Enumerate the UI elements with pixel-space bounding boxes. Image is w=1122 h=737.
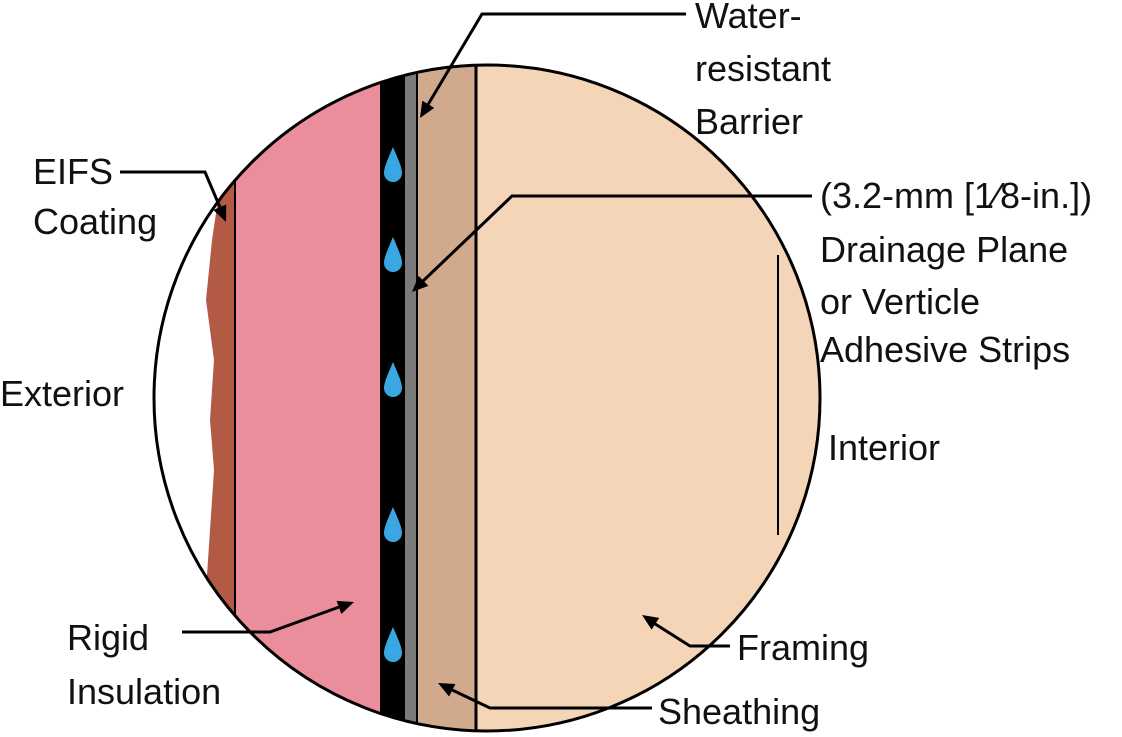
label-interior: Interior — [828, 427, 940, 468]
water-drop-icon — [384, 507, 402, 542]
arrowhead-water-resistant-barrier — [420, 100, 435, 118]
leader-rigid-insulation — [182, 604, 343, 634]
label-sheathing: Sheathing — [658, 691, 820, 732]
wall-layers — [190, 65, 820, 731]
arrowhead-framing — [642, 615, 660, 630]
sheathing-layer — [417, 65, 476, 731]
leader-eifs-coating — [120, 170, 224, 213]
label-drainage-plane: (3.2-mm [1⁄8-in.]) Drainage Plane or Ver… — [820, 175, 1102, 370]
leader-water-resistant-barrier — [424, 12, 686, 109]
leader-lines — [120, 12, 812, 710]
label-eifs-coating: EIFS Coating — [33, 151, 157, 242]
water-drop-icon — [384, 237, 402, 272]
water-drop-icon — [384, 362, 402, 397]
label-exterior: Exterior — [0, 373, 124, 414]
arrowhead-drainage-plane — [412, 275, 429, 292]
arrowhead-sheathing — [438, 683, 456, 697]
eifs-coating-layer — [190, 65, 235, 731]
water-drop-icon — [384, 627, 402, 662]
label-framing: Framing — [737, 627, 869, 668]
arrowhead-eifs-coating — [213, 204, 227, 222]
arrowheads — [213, 100, 660, 697]
water-drop-icon — [384, 147, 402, 182]
label-water-resistant-barrier: Water- resistant Barrier — [695, 0, 841, 142]
water-resistant-barrier-layer — [405, 65, 417, 731]
label-rigid-insulation: Rigid Insulation — [67, 617, 221, 712]
detail-circle-outline — [152, 63, 822, 733]
water-drops — [384, 147, 402, 662]
leader-sheathing — [447, 686, 652, 710]
arrowhead-rigid-insulation — [336, 600, 354, 615]
leader-drainage-plane — [420, 194, 812, 284]
labels: Water- resistant Barrier EIFS Coating (3… — [0, 0, 1102, 732]
leader-framing — [651, 620, 730, 648]
